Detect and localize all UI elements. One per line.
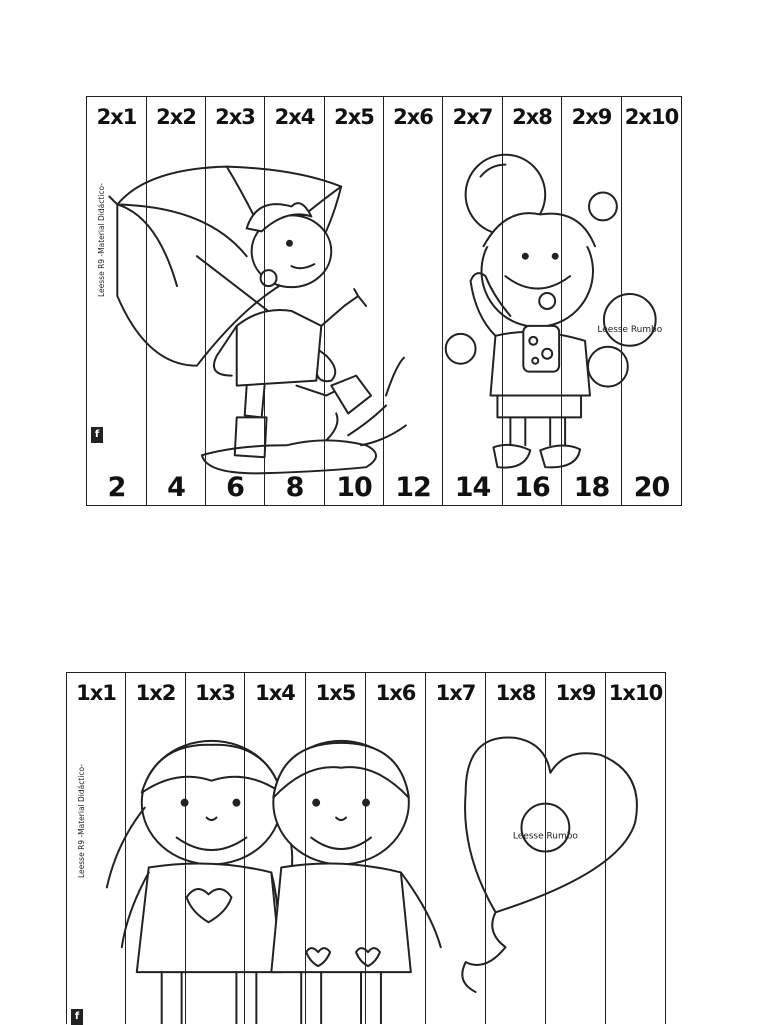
strip-problem-label: 2x8 [512, 105, 553, 129]
strip-answer-label: 18 [573, 472, 611, 503]
strip-problem-label: 2x4 [274, 105, 316, 129]
strip-answer-label: 2 [107, 472, 127, 503]
strip-answer-label: 8 [285, 472, 305, 503]
strip-problem-label: 2x2 [156, 105, 197, 129]
puzzle-strip: 1x6 [366, 673, 426, 1024]
credit-text: Leesse R9 -Material Didáctico- [77, 764, 86, 878]
strip-problem-label: 2x5 [334, 105, 375, 129]
puzzle-strip: 1x3 [186, 673, 245, 1024]
puzzle-strip: 2x7 14 [443, 97, 503, 505]
strip-problem-label: 1x8 [495, 681, 537, 705]
strip-problem-label: 1x5 [315, 681, 357, 705]
strip-problem-label: 1x3 [195, 681, 236, 705]
puzzle-strip: 2x10 20 [622, 97, 681, 505]
strip-problem-label: 2x6 [393, 105, 434, 129]
puzzle-strip: 2x1 2 [87, 97, 147, 505]
strip-answer-label: 10 [336, 472, 373, 503]
strip-answer-label: 14 [454, 472, 492, 503]
puzzle-strip: 1x1 [67, 673, 126, 1024]
facebook-icon: f [71, 1009, 83, 1025]
strip-problem-label: 2x9 [571, 105, 613, 129]
puzzle-strip: 1x4 [245, 673, 306, 1024]
puzzle-strip: 2x3 6 [206, 97, 265, 505]
strip-problem-label: 1x4 [255, 681, 296, 705]
puzzle-strip: 1x7 [426, 673, 486, 1024]
strip-answer-label: 16 [514, 472, 551, 503]
strip-problem-label: 1x2 [135, 681, 177, 705]
facebook-icon: f [91, 427, 103, 443]
strip-problem-label: 2x10 [624, 105, 679, 129]
puzzle-strip: 2x5 10 [325, 97, 384, 505]
puzzle-1-times-table: Leesse Rumbo 1x1 1x2 1x3 1x4 1x5 1x6 1x7 1x8 1x9… [66, 672, 666, 1025]
puzzle-strip: 1x2 [126, 673, 186, 1024]
strip-answer-label: 20 [633, 472, 671, 503]
strip-problem-label: 1x10 [608, 681, 663, 705]
puzzle-strip: 2x4 8 [265, 97, 325, 505]
puzzle-strip: 2x2 4 [147, 97, 206, 505]
strip-problem-label: 1x1 [76, 681, 117, 705]
credit-text: Leesse R9 -Material Didáctico- [97, 183, 106, 297]
strip-problem-label: 2x1 [96, 105, 138, 129]
puzzle-strip: 2x9 18 [562, 97, 622, 505]
strip-answer-label: 6 [226, 472, 245, 503]
puzzle-strip: 1x8 [486, 673, 546, 1024]
strip-answer-label: 12 [395, 472, 432, 503]
two-kids-and-heart-balloon-illustration: Leesse Rumbo [105, 736, 638, 1024]
strip-problem-label: 1x6 [375, 681, 417, 705]
puzzle-strip: 1x10 [606, 673, 665, 1024]
logo-text: Leesse Rumbo [597, 325, 662, 335]
strip-problem-label: 1x7 [435, 681, 477, 705]
strip-answer-label: 4 [167, 472, 186, 503]
strip-problem-label: 2x7 [452, 105, 494, 129]
puzzle-strip: 1x5 [306, 673, 366, 1024]
strip-problem-label: 1x9 [555, 681, 597, 705]
puzzle-strip: 2x6 12 [384, 97, 443, 505]
strip-problem-label: 2x3 [215, 105, 256, 129]
puzzle-strip: 2x8 16 [503, 97, 562, 505]
puzzle-strip: 1x9 [546, 673, 606, 1024]
